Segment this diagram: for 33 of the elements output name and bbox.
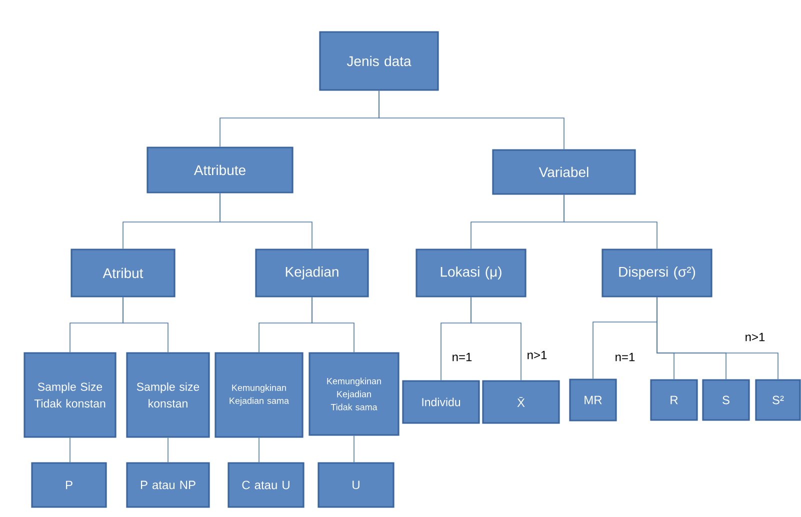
category-box: S [702, 379, 750, 421]
category-box: Kemungkinan Kejadian sama [214, 352, 304, 438]
category-box: P [31, 462, 107, 508]
category-box: Sample size konstan [126, 352, 210, 438]
category-box: Kejadian [255, 248, 369, 298]
category-box: Attribute [146, 146, 294, 194]
connector-line [258, 437, 260, 463]
category-box: S² [755, 379, 801, 421]
category-box: Sample Size Tidak konstan [24, 352, 116, 438]
connector-line [220, 192, 312, 250]
branch-label: n>1 [528, 350, 547, 360]
category-box: P atau NP [126, 462, 210, 508]
connector-line [312, 296, 354, 353]
category-box: Individu [402, 380, 480, 424]
connector-line [378, 90, 564, 150]
branch-label: n=1 [616, 352, 635, 362]
category-box: Jenis data [319, 31, 439, 91]
category-box: R [650, 379, 698, 421]
category-box: Variabel [492, 149, 636, 195]
category-box: Dispersi (σ²) [602, 248, 712, 298]
connector-line [470, 296, 522, 381]
category-box: C atau U [228, 462, 304, 508]
connector-line [564, 194, 658, 250]
connector-line [122, 296, 168, 353]
category-box: MR [569, 378, 617, 422]
branch-label: n=1 [452, 352, 472, 362]
connector-line [656, 296, 778, 380]
category-box: U [318, 462, 394, 508]
category-box: Kemungkinan Kejadian Tidak sama [308, 352, 400, 436]
category-box: Atribut [70, 248, 176, 298]
branch-label: n>1 [746, 332, 765, 342]
category-box: Lokasi (μ) [416, 248, 526, 298]
category-box: X̄ [482, 380, 560, 424]
